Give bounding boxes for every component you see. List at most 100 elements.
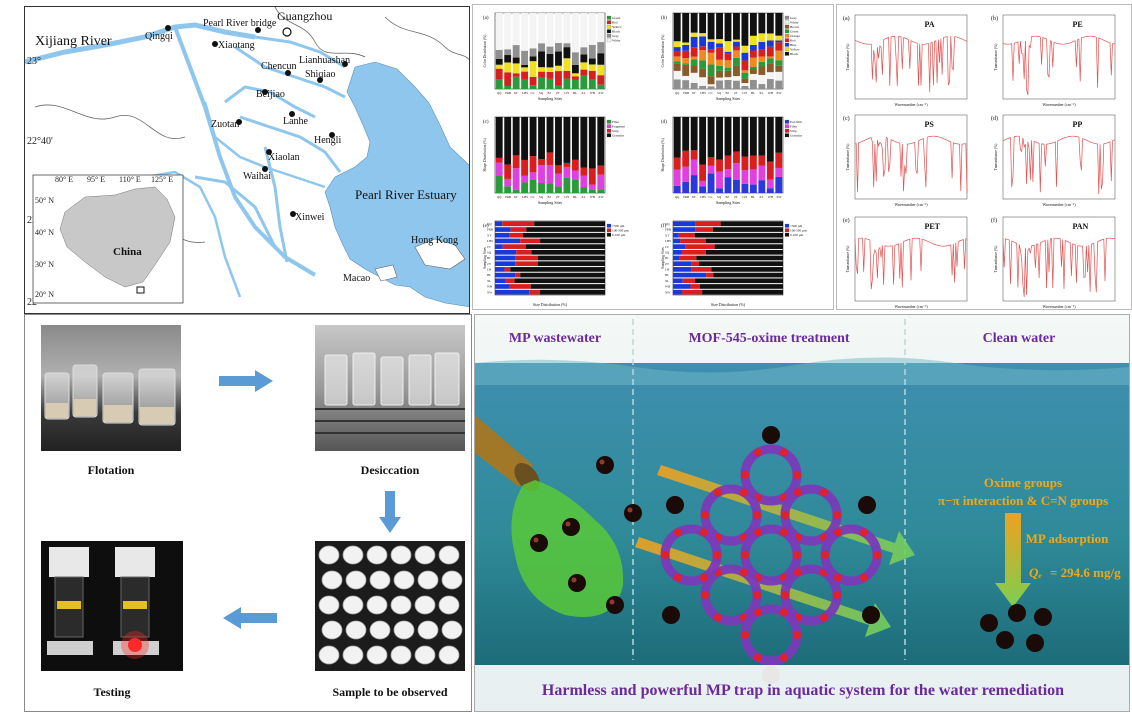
bar-segment — [502, 221, 535, 227]
particle-highlight — [533, 537, 539, 543]
label-guangzhou: Guangzhou — [277, 9, 332, 23]
bar-segment — [546, 183, 554, 193]
island — [374, 264, 398, 282]
mof-node — [754, 608, 762, 617]
bar-segment — [741, 72, 749, 79]
bar-segment — [741, 52, 749, 61]
site-tick: PRB — [683, 91, 689, 95]
mof-node — [781, 591, 789, 599]
bar-segment — [682, 13, 690, 43]
polymer-label: PAN — [1072, 222, 1088, 231]
bar-segment — [682, 181, 690, 193]
bar-segment — [690, 13, 698, 33]
site-tick: HL — [487, 273, 491, 277]
x-axis-label: Wavenumber (cm⁻¹) — [1042, 202, 1076, 207]
petri-dish — [390, 645, 412, 665]
bar-segment — [516, 249, 532, 255]
bar-segment — [546, 117, 554, 153]
inset-lat: 30° N — [35, 260, 54, 269]
petri-dish — [369, 620, 391, 640]
petri-dish — [318, 645, 340, 665]
bar-segment — [673, 255, 680, 261]
site-tick: XT — [692, 91, 696, 95]
legend-swatch — [784, 128, 790, 133]
polymer-label: PP — [1072, 120, 1082, 129]
bar-segment — [597, 64, 605, 76]
bar-segment — [515, 272, 521, 278]
bar-segment — [690, 36, 698, 48]
header-mof-treatment: MOF-545-oxime treatment — [688, 331, 849, 346]
legend-swatch — [784, 33, 790, 38]
bar-segment — [538, 183, 545, 193]
arrow-right-icon — [219, 370, 273, 392]
mof-node — [794, 568, 802, 577]
site-markers — [165, 25, 348, 217]
site-dot-qingqi — [165, 25, 171, 31]
mof-node — [701, 591, 709, 599]
site-tick: PRB — [505, 91, 511, 95]
bar-segment — [682, 166, 690, 182]
mof-node — [860, 528, 868, 537]
mof-node — [741, 631, 749, 639]
legend-label: Brown — [790, 25, 800, 29]
bar-segment — [538, 51, 545, 68]
bar-segment — [521, 175, 529, 183]
panel-tag: (a) — [483, 16, 489, 21]
bar-segment — [673, 267, 692, 272]
bar-segment — [571, 76, 579, 80]
bar-segment — [775, 167, 783, 177]
river-channel — [239, 115, 342, 173]
legend-label: 100-500 μm — [790, 229, 807, 233]
bar-segment — [521, 13, 529, 51]
bar-segment — [597, 53, 605, 65]
bar-segment — [673, 249, 682, 255]
bar-segment — [758, 117, 766, 156]
site-tick: ZT — [556, 91, 560, 95]
panel-tag: (a) — [843, 15, 850, 22]
y-axis-label: Shape Distribution (%) — [661, 138, 665, 172]
petri-dish — [414, 595, 436, 615]
site-dot-xiaotang — [212, 41, 218, 47]
bar-segment — [521, 71, 529, 80]
site-tick: LH — [665, 268, 670, 272]
site-tick: XW — [665, 290, 670, 294]
inset-lon: 95° E — [87, 175, 105, 184]
bar-segment — [733, 163, 740, 180]
bar-segment — [597, 84, 605, 89]
bar-segment — [546, 67, 554, 72]
bar-segment — [673, 261, 692, 267]
bar-segment — [495, 58, 503, 65]
label-lianhuashan: Lianhuashan — [299, 55, 350, 66]
site-dot-xiaolan — [266, 149, 272, 155]
bar-segment — [741, 60, 749, 71]
bar-segment — [741, 13, 749, 46]
bar-segment — [555, 13, 562, 44]
map-svg: 23° 22°40' 22°20' 22° Guangzhou Qingqi — [25, 7, 469, 308]
header-clean-water: Clean water — [983, 331, 1056, 346]
site-tick: XW — [598, 91, 603, 95]
site-dot-pearl-river-bridge — [255, 27, 261, 33]
mof-node — [661, 551, 669, 559]
site-dot-hengli — [329, 132, 335, 138]
site-tick: QQ — [675, 195, 680, 199]
site-tick: QQ — [487, 222, 492, 226]
label-zuotan: Zuotan — [211, 119, 239, 130]
site-tick: HL — [573, 91, 577, 95]
label-waihai: Waihai — [243, 171, 271, 182]
bar-segment — [775, 80, 783, 89]
bar-segment — [699, 33, 707, 37]
bar-segment — [563, 166, 571, 178]
river-channel — [224, 85, 316, 119]
petri-dish — [414, 645, 436, 665]
arrow-down-icon — [379, 491, 401, 533]
bar-segment — [563, 13, 571, 44]
bar-segment — [707, 13, 715, 40]
bar-segment — [766, 117, 774, 162]
river-channel — [173, 26, 317, 277]
bar-segment — [563, 162, 571, 167]
polymer-label: PET — [924, 222, 940, 231]
site-tick: XT — [514, 91, 518, 95]
legend-swatch — [606, 20, 612, 25]
arrow-left-icon — [223, 607, 277, 629]
